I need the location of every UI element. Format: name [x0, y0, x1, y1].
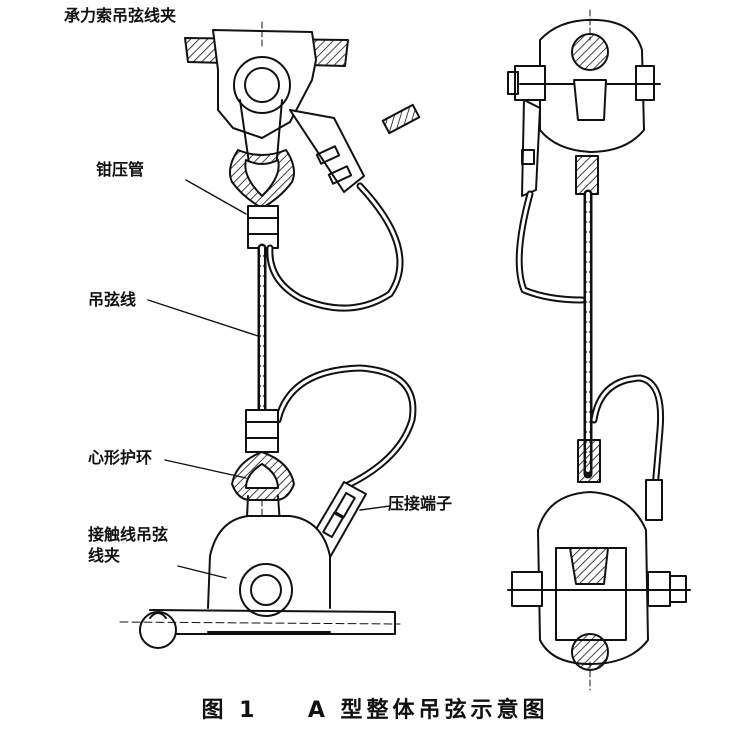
label-crimp-terminal: 压接端子: [388, 494, 453, 513]
label-contact-clamp: 接触线吊弦线夹: [88, 525, 169, 565]
label-dropper-wire: 吊弦线: [88, 290, 137, 309]
upper-heart-thimble: [229, 149, 295, 209]
upper-crimp-terminal: [289, 109, 365, 193]
label-crimp-tube: 钳压管: [96, 160, 145, 179]
upper-wire-loop: [266, 182, 404, 312]
side-hanger-plate: [521, 99, 541, 197]
side-bottom-clamp: [507, 491, 691, 691]
side-crimp-lower: [577, 439, 663, 521]
label-messenger-clamp: 承力索吊弦线夹: [64, 6, 177, 25]
side-lower-loop: [590, 374, 665, 504]
lower-heart-thimble: [231, 451, 295, 501]
figure-number: 图 1: [201, 698, 259, 723]
side-top-clamp: [507, 9, 661, 153]
lower-wire-loop: [274, 364, 417, 490]
lower-crimp-tube: [245, 409, 279, 453]
figure-title: A 型整体吊弦示意图: [307, 698, 549, 723]
contact-clamp-front: [207, 515, 331, 633]
contact-wire-front: [119, 609, 401, 649]
small-bolt-detail: [381, 103, 421, 135]
figure-caption: 图 1 A 型整体吊弦示意图: [0, 692, 750, 724]
leader-lines: [147, 179, 391, 579]
side-crimp-upper: [575, 155, 599, 195]
label-heart-thimble: 心形护环: [88, 448, 153, 467]
side-upper-loop: [515, 190, 586, 304]
upper-crimp-tube: [247, 205, 279, 249]
